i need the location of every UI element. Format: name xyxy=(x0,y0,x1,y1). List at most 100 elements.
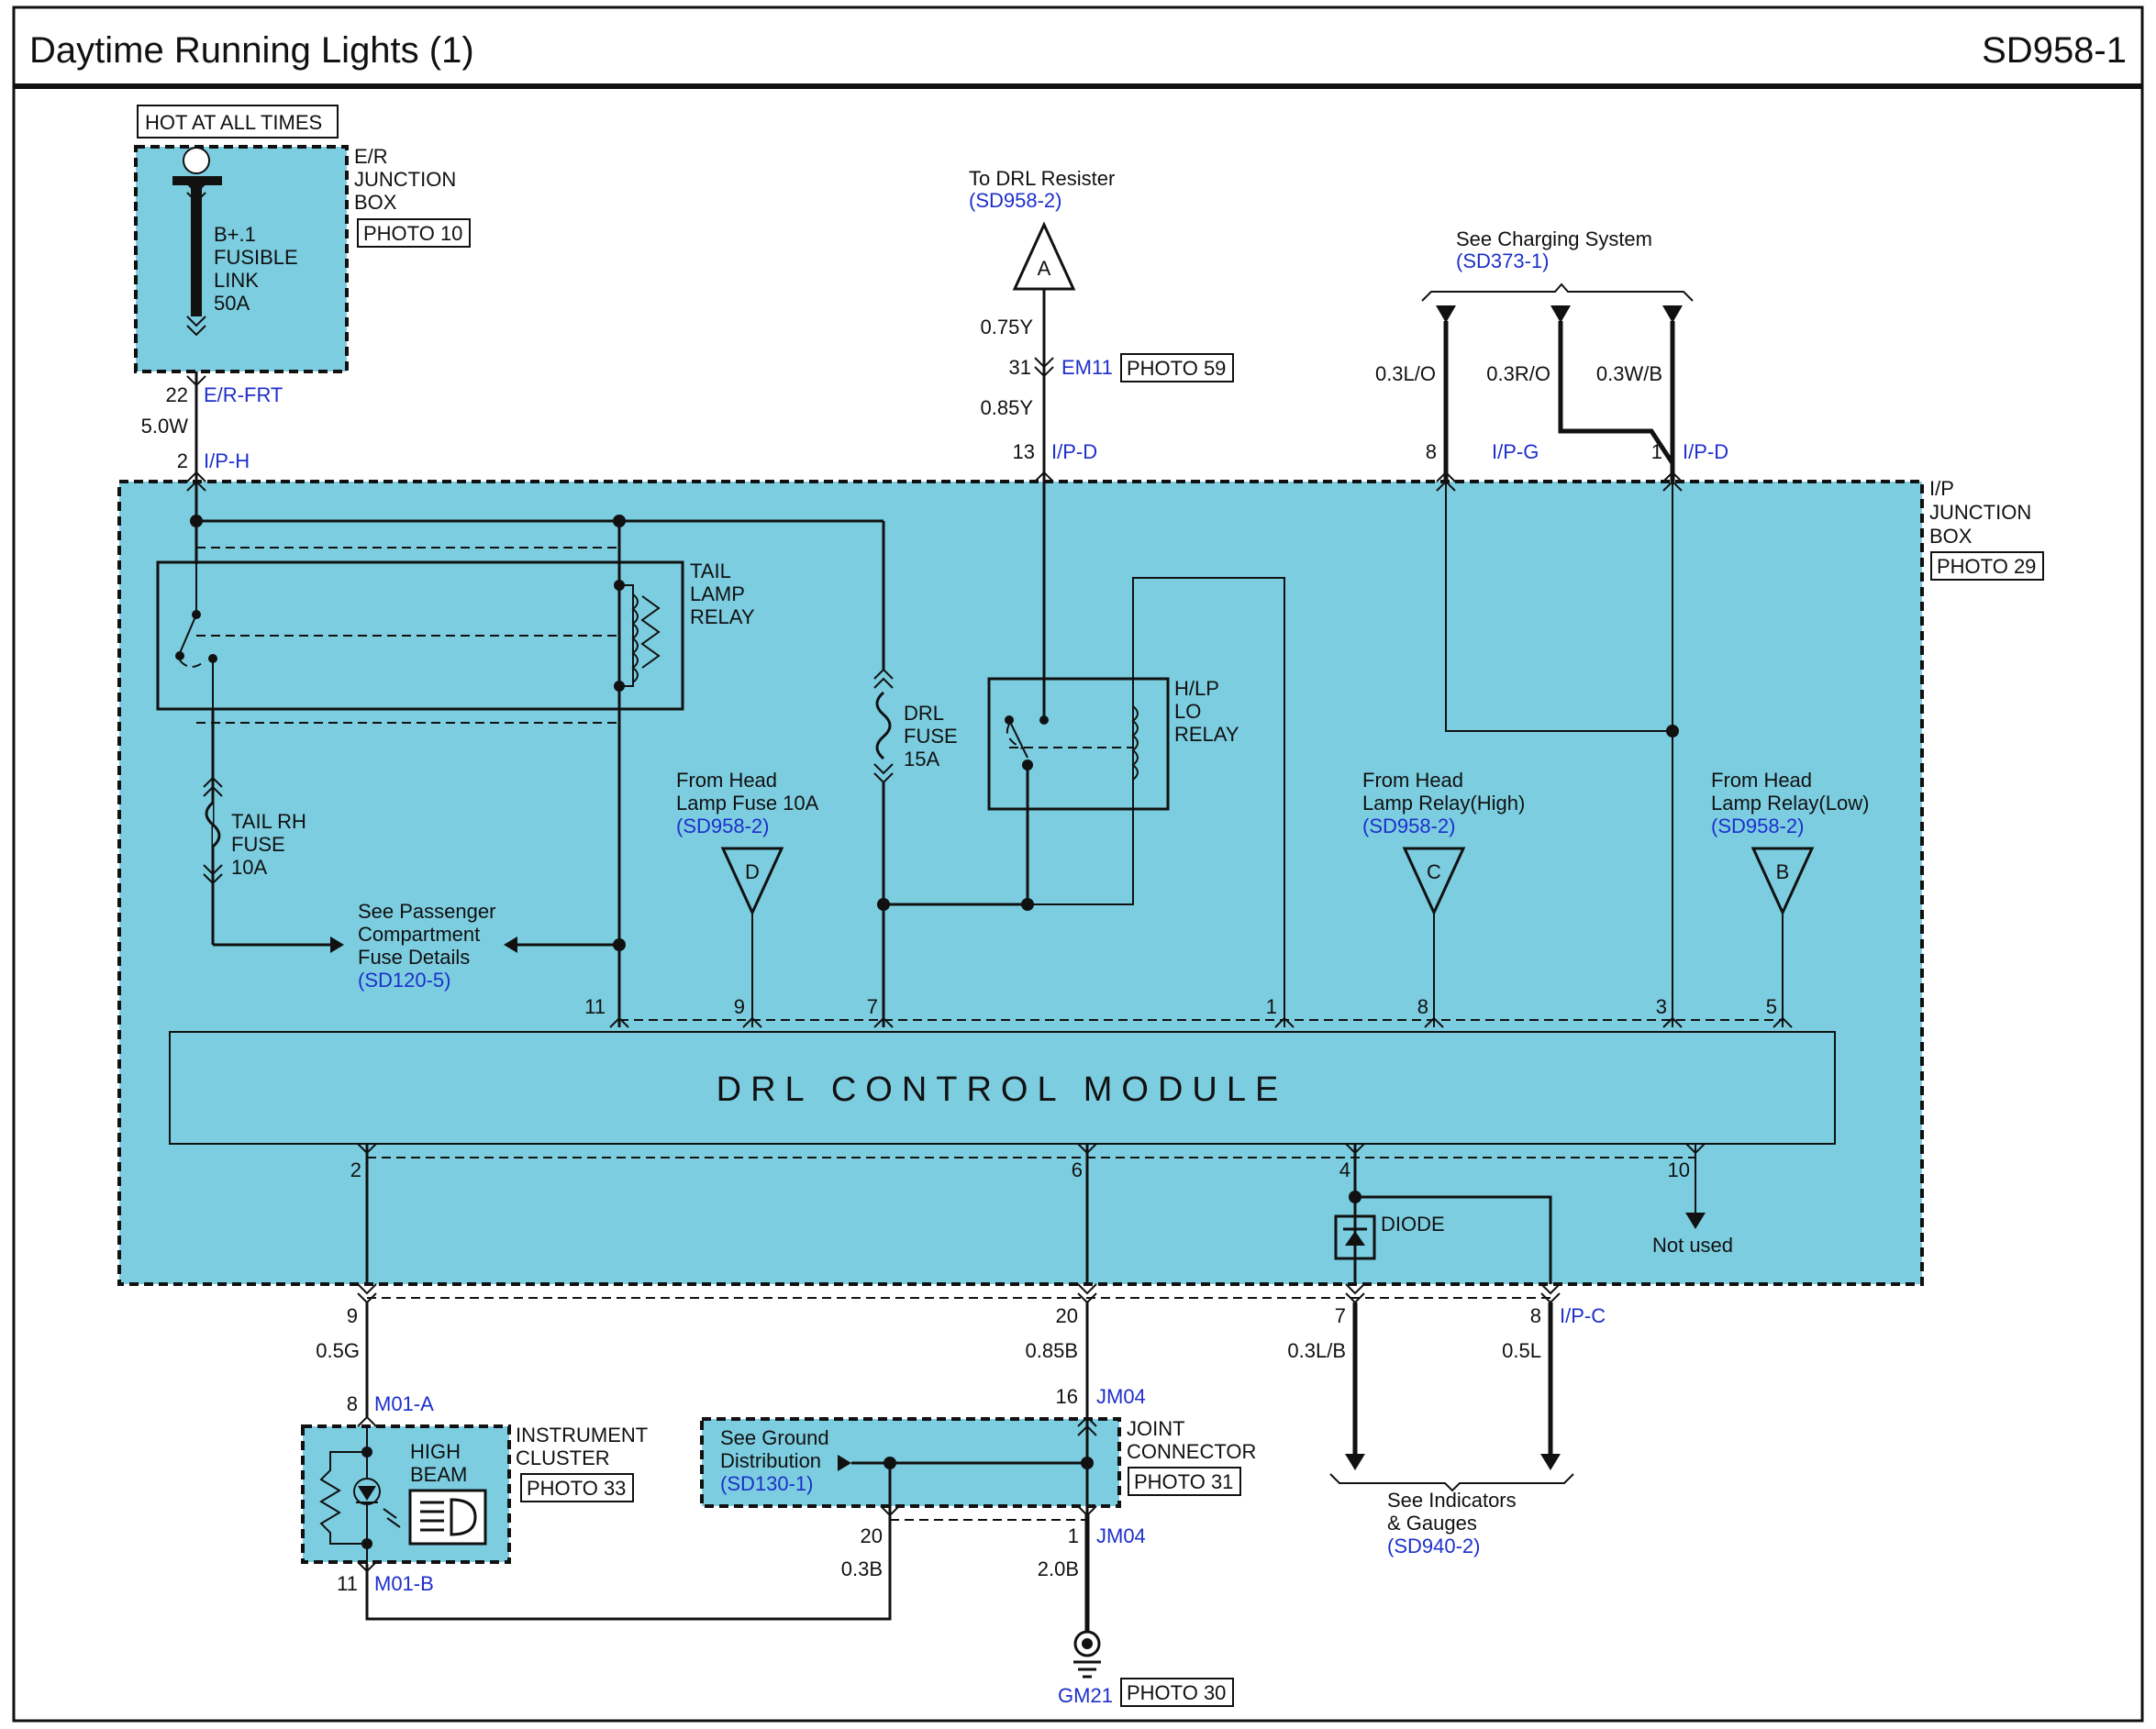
passenger-line1: See Passenger xyxy=(358,900,495,923)
ip-junction-box xyxy=(117,480,1924,1286)
photo-33-label: PHOTO 33 xyxy=(527,1477,626,1500)
battery-terminal-icon xyxy=(183,147,210,174)
high-beam-line1: HIGH xyxy=(410,1440,461,1463)
er-box-line2: JUNCTION xyxy=(354,168,456,191)
diagram-code: SD958-1 xyxy=(1982,30,2127,71)
from-b-line2: Lamp Relay(Low) xyxy=(1711,792,1869,815)
led-arrow-icon xyxy=(358,1486,376,1501)
relay-spring xyxy=(1006,724,1023,749)
from-d-line2: Lamp Fuse 10A xyxy=(676,792,819,815)
indicators-line2: & Gauges xyxy=(1387,1512,1477,1535)
charging-internal-wire xyxy=(1445,482,1673,732)
fuse-icon xyxy=(205,801,221,848)
photo-29-label: PHOTO 29 xyxy=(1937,555,2036,578)
connector-jm04-top: JM04 xyxy=(1096,1385,1146,1408)
relay-switch-arm xyxy=(1008,719,1028,759)
pin-1-ip-d: 1 xyxy=(1651,440,1662,463)
wire-0-3lo: 0.3L/O xyxy=(1375,362,1436,385)
connector-chevron-icon xyxy=(186,183,206,204)
wire-0-85b: 0.85B xyxy=(1026,1339,1079,1362)
module-pin-3: 3 xyxy=(1656,995,1667,1018)
er-box-line1: E/R xyxy=(354,145,388,168)
hlp-coil-wire xyxy=(1028,577,1285,1027)
connector-chevron-icon xyxy=(357,1415,377,1427)
fusible-link-line2: FUSIBLE xyxy=(214,246,298,269)
arrow-icon xyxy=(330,937,344,953)
joint-line1: JOINT xyxy=(1127,1417,1185,1440)
drl-control-module xyxy=(169,1031,1836,1145)
hlp-relay-line3: RELAY xyxy=(1174,723,1239,746)
hlp-lo-relay-box xyxy=(987,677,1170,811)
ground-line2: Distribution xyxy=(720,1449,821,1472)
cluster-line2: CLUSTER xyxy=(516,1446,610,1469)
arrow-icon xyxy=(1550,305,1571,323)
from-d-ref: (SD958-2) xyxy=(676,815,769,837)
pin-16: 16 xyxy=(1056,1385,1078,1408)
photo-33-tag xyxy=(520,1473,634,1502)
fusible-link-line3: LINK xyxy=(214,269,259,292)
relay-switch-arm xyxy=(179,614,197,654)
connector-chevron-icon xyxy=(609,1016,629,1028)
terminal-a-label: A xyxy=(1038,257,1051,280)
photo-30-tag xyxy=(1120,1678,1234,1707)
to-drl-resister-label: To DRL Resister xyxy=(969,167,1115,190)
ip-box-line3: BOX xyxy=(1929,525,1973,548)
connector-ip-h: I/P-H xyxy=(204,449,250,472)
joint-line2: CONNECTOR xyxy=(1127,1440,1256,1463)
drl-fuse-line1: DRL xyxy=(904,702,944,725)
connector-m01-a: M01-A xyxy=(374,1392,434,1415)
connector-chevron-icon xyxy=(873,668,894,689)
connector-jm04: JM04 xyxy=(1096,1524,1146,1547)
connector-chevron-icon xyxy=(1077,1283,1097,1304)
fusible-link-line4: 50A xyxy=(214,292,250,315)
hlp-relay-line1: H/LP xyxy=(1174,677,1219,700)
junction-dot xyxy=(613,938,626,951)
switch-contact-dot xyxy=(175,651,184,660)
arrow-icon xyxy=(838,1455,851,1471)
connector-chevron-icon xyxy=(1034,471,1054,482)
connector-chevron-icon xyxy=(186,375,206,387)
relay-coil-icon xyxy=(631,593,639,683)
photo-59-tag xyxy=(1120,353,1234,382)
diode-bypass-wire xyxy=(1355,1195,1552,1284)
ground-line1: See Ground xyxy=(720,1426,829,1449)
arrow-icon xyxy=(1540,1454,1561,1470)
from-b-line1: From Head xyxy=(1711,769,1812,792)
connector-chevron-icon xyxy=(1345,1283,1365,1304)
wire-0-5l: 0.5L xyxy=(1502,1339,1541,1362)
wire-2-0b: 2.0B xyxy=(1038,1557,1079,1580)
passenger-line3: Fuse Details xyxy=(358,946,470,969)
wire-0-3lb: 0.3L/B xyxy=(1287,1339,1346,1362)
from-c-ref: (SD958-2) xyxy=(1362,815,1455,837)
connector-chevron-icon xyxy=(1034,357,1054,378)
wire-0-85y: 0.85Y xyxy=(981,396,1034,419)
relay-spring xyxy=(179,659,206,668)
photo-29-tag xyxy=(1930,551,2044,581)
connector-er-frt: E/R-FRT xyxy=(204,383,283,406)
pin-8-ip-g: 8 xyxy=(1426,440,1437,463)
from-c-line2: Lamp Relay(High) xyxy=(1362,792,1525,815)
ip-box-line1: I/P xyxy=(1929,477,1954,500)
ip-box-line2: JUNCTION xyxy=(1929,501,2031,524)
connector-ip-d: I/P-D xyxy=(1051,440,1097,463)
pin-8-m01a: 8 xyxy=(347,1392,358,1415)
module-pin-4: 4 xyxy=(1339,1158,1350,1181)
photo-30-label: PHOTO 30 xyxy=(1127,1681,1226,1704)
charging-label: See Charging System xyxy=(1456,227,1652,250)
connector-chevron-icon xyxy=(742,1016,762,1028)
ground-ref: (SD130-1) xyxy=(720,1472,813,1495)
tail-fuse-line2: FUSE xyxy=(231,833,285,856)
pin-8-ip-c: 8 xyxy=(1530,1304,1541,1327)
ground-terminal-center xyxy=(1082,1638,1093,1649)
relay-coil-icon xyxy=(1131,705,1139,781)
connector-chevron-icon xyxy=(1662,1016,1683,1028)
from-b-ref: (SD958-2) xyxy=(1711,815,1804,837)
junction-dot xyxy=(190,515,203,527)
arrow-icon xyxy=(1345,1454,1365,1470)
connector-chevron-icon xyxy=(1274,1016,1295,1028)
pin-7-lower: 7 xyxy=(1335,1304,1346,1327)
photo-31-tag xyxy=(1128,1467,1241,1496)
pin-20-joint: 20 xyxy=(861,1524,883,1547)
er-box-line3: BOX xyxy=(354,191,397,214)
terminal-d-triangle xyxy=(720,847,784,916)
